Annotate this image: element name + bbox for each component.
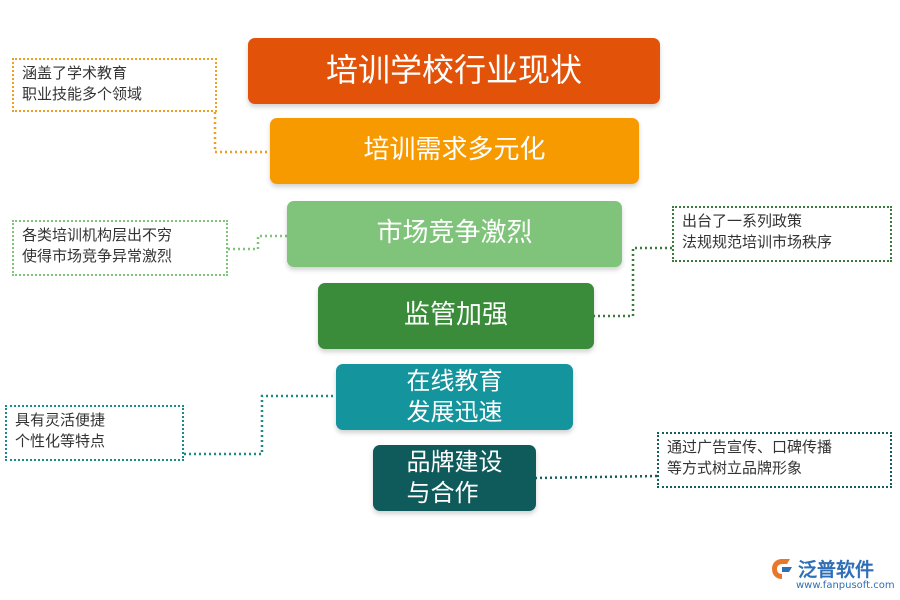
logo-url: www.fanpusoft.com: [796, 580, 895, 591]
tier-fierce-competition: 市场竞争激烈: [287, 201, 622, 267]
tier-label-line: 品牌建设: [406, 447, 503, 476]
logo-mark-icon: [772, 559, 792, 579]
tier-label: 监管加强: [403, 300, 508, 331]
note-flexible-personalized: 具有灵活便捷 个性化等特点: [5, 405, 184, 461]
note-line: 出台了一系列政策: [682, 212, 803, 230]
tier-online-education: 在线教育 发展迅速: [336, 364, 573, 430]
tier-label: 市场竞争激烈: [376, 218, 533, 249]
logo-name: 泛普软件: [798, 559, 875, 581]
note-line: 个性化等特点: [15, 432, 106, 450]
tier-label-line: 发展迅速: [406, 398, 503, 426]
note-line: 具有灵活便捷: [15, 411, 106, 429]
note-market-competition: 各类培训机构层出不穷 使得市场竞争异常激烈: [12, 220, 228, 276]
tier-stronger-regulation: 监管加强: [318, 283, 594, 349]
tier-brand-cooperation: 品牌建设 与合作: [373, 445, 536, 511]
note-line: 各类培训机构层出不穷: [22, 226, 173, 244]
note-line: 职业技能多个领域: [22, 85, 143, 103]
brand-logo: 泛普软件 www.fanpusoft.com: [770, 555, 895, 597]
note-line: 等方式树立品牌形象: [667, 459, 803, 477]
tier-diversified-demand: 培训需求多元化: [270, 118, 639, 184]
note-academic-vocational: 涵盖了学术教育 职业技能多个领域: [12, 58, 217, 112]
note-policy-regulation: 出台了一系列政策 法规规范培训市场秩序: [672, 206, 892, 262]
note-line: 通过广告宣传、口碑传播: [667, 438, 833, 456]
tier-label: 培训需求多元化: [363, 135, 546, 166]
tier-label-line: 在线教育: [406, 366, 503, 395]
note-brand-image: 通过广告宣传、口碑传播 等方式树立品牌形象: [657, 432, 892, 488]
connector-note-2: [228, 234, 287, 251]
tier-label: 培训学校行业现状: [325, 51, 582, 90]
note-line: 涵盖了学术教育: [22, 64, 128, 82]
note-line: 法规规范培训市场秩序: [682, 233, 833, 251]
connector-note-1: [213, 112, 270, 154]
connector-note-5: [535, 474, 658, 480]
connector-note-3: [594, 246, 672, 318]
connector-note-4: [184, 394, 336, 456]
note-line: 使得市场竞争异常激烈: [22, 247, 173, 265]
tier-industry-status: 培训学校行业现状: [248, 38, 660, 104]
tier-label-line: 与合作: [406, 479, 479, 507]
